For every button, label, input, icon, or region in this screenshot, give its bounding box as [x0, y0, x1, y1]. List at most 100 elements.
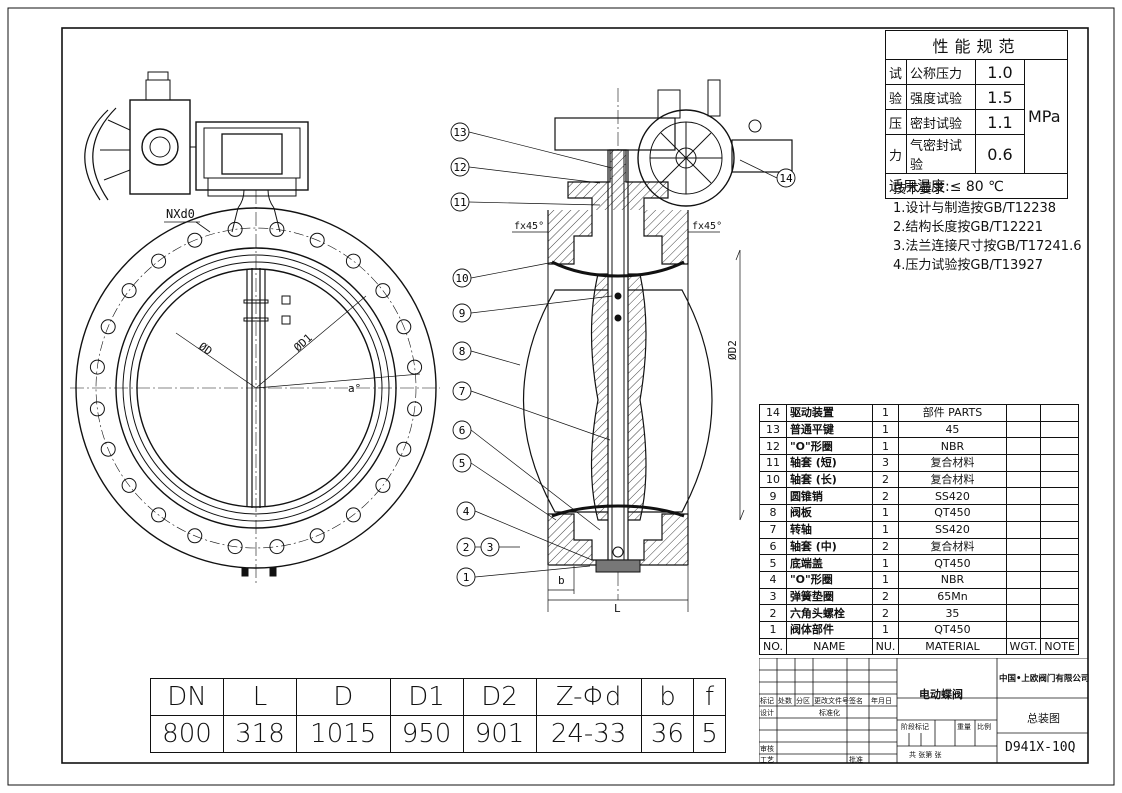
balloon-number: 12	[453, 161, 466, 174]
part-weight	[1005, 404, 1042, 422]
tb-label-sign: 签名	[849, 697, 863, 705]
part-weight	[1005, 570, 1042, 589]
diameter-D2-label: ØD2	[726, 340, 739, 360]
part-weight	[1005, 554, 1042, 572]
dimension-header-row: DN L D D1 D2 Z-Φd b f	[150, 678, 726, 716]
part-no: 6	[759, 537, 787, 556]
part-name: 六角头螺栓	[785, 604, 873, 622]
part-qty: 1	[871, 554, 900, 572]
part-no: 13	[759, 420, 787, 439]
part-qty: 1	[871, 570, 900, 589]
width-b-label: b	[558, 574, 565, 587]
part-material: SS420	[898, 520, 1007, 539]
bolt-hole	[121, 477, 137, 493]
bolt-hole	[396, 319, 412, 335]
chamfer-right-label: fx45°	[692, 221, 722, 232]
part-no: 2	[759, 604, 787, 622]
front-view	[70, 71, 440, 585]
spec-value: 1.0	[975, 59, 1025, 85]
angle-label: a°	[348, 382, 361, 395]
bolt-hole	[407, 359, 423, 375]
part-name: 轴套 (长)	[785, 470, 873, 489]
balloon-leader	[470, 350, 521, 366]
spec-value: 1.5	[975, 84, 1025, 110]
balloon-leader	[474, 510, 593, 561]
spec-label: 公称压力	[906, 59, 976, 85]
part-no: 11	[759, 454, 787, 472]
part-material: NBR	[898, 570, 1007, 589]
part-qty: 1	[871, 620, 900, 639]
header-weight: WGT.	[1005, 637, 1042, 656]
bolt-hole	[187, 528, 203, 544]
tb-label-design: 设计	[760, 709, 774, 717]
part-no: 14	[759, 404, 787, 422]
bolt-hole	[151, 253, 167, 269]
tech-req-item: 3.法兰连接尺寸按GB/T17241.6	[893, 239, 1082, 254]
part-weight	[1005, 454, 1042, 472]
part-qty: 3	[871, 454, 900, 472]
model-number: D941X-10Q	[1005, 740, 1076, 755]
part-material: QT450	[898, 504, 1007, 522]
balloon-circle	[452, 341, 472, 361]
part-name: 普通平键	[785, 420, 873, 439]
part-note	[1040, 587, 1079, 606]
header-no: NO.	[759, 637, 787, 656]
balloon-number: 8	[459, 345, 466, 358]
outer-border	[7, 7, 1115, 786]
part-qty: 2	[871, 604, 900, 622]
bolt-hole	[309, 528, 325, 544]
chamfer-left-label: fx45°	[514, 221, 544, 232]
tb-label-sheets: 共 张第 张	[909, 751, 942, 759]
part-material: SS420	[898, 487, 1007, 506]
dimension-value-row: 800 318 1015 950 901 24-33 36 5	[150, 715, 726, 753]
part-name: 圆锥销	[785, 487, 873, 506]
part-qty: 1	[871, 404, 900, 422]
part-name: "O"形圈	[785, 570, 873, 589]
balloon-circle	[456, 567, 476, 587]
header-name: NAME	[785, 637, 873, 656]
part-qty: 1	[871, 420, 900, 439]
dim-value: 800	[150, 715, 224, 753]
part-name: "O"形圈	[785, 437, 873, 456]
balloon-circle	[450, 192, 470, 212]
bolt-hole	[151, 507, 167, 523]
balloon: 6	[452, 420, 601, 531]
balloon-circle	[452, 268, 472, 288]
flange-outer	[75, 207, 437, 569]
part-name: 阀板	[785, 504, 873, 522]
tb-label-mark: 标记	[760, 697, 774, 705]
body-bore	[115, 247, 397, 529]
balloon-number: 11	[453, 196, 466, 209]
part-qty: 2	[871, 487, 900, 506]
tb-label-weight: 重量	[957, 723, 971, 731]
tb-label-change-doc: 更改文件号	[814, 697, 849, 705]
bolt-hole	[89, 359, 105, 375]
balloon-number: 2	[463, 541, 470, 554]
part-weight	[1005, 470, 1042, 489]
balloon: 3	[480, 537, 500, 557]
title-block: 标记 处数 分区 更改文件号 签名 年月日 设计 标准化 阶段标记 重量 比例 …	[759, 658, 1089, 764]
balloon-number: 6	[459, 424, 466, 437]
part-material: QT450	[898, 554, 1007, 572]
part-weight	[1005, 520, 1042, 539]
tb-label-standardization: 标准化	[819, 709, 840, 717]
title-block-grid	[759, 658, 1088, 763]
bolt-hole	[375, 283, 391, 299]
bolt-hole	[121, 283, 137, 299]
part-note	[1040, 470, 1079, 489]
balloon-circle	[452, 381, 472, 401]
tech-req-title: 技术要求	[893, 182, 946, 197]
part-note	[1040, 487, 1079, 506]
balloon: 14	[739, 159, 796, 188]
balloon-circle	[456, 501, 476, 521]
balloon: 12	[450, 157, 601, 184]
